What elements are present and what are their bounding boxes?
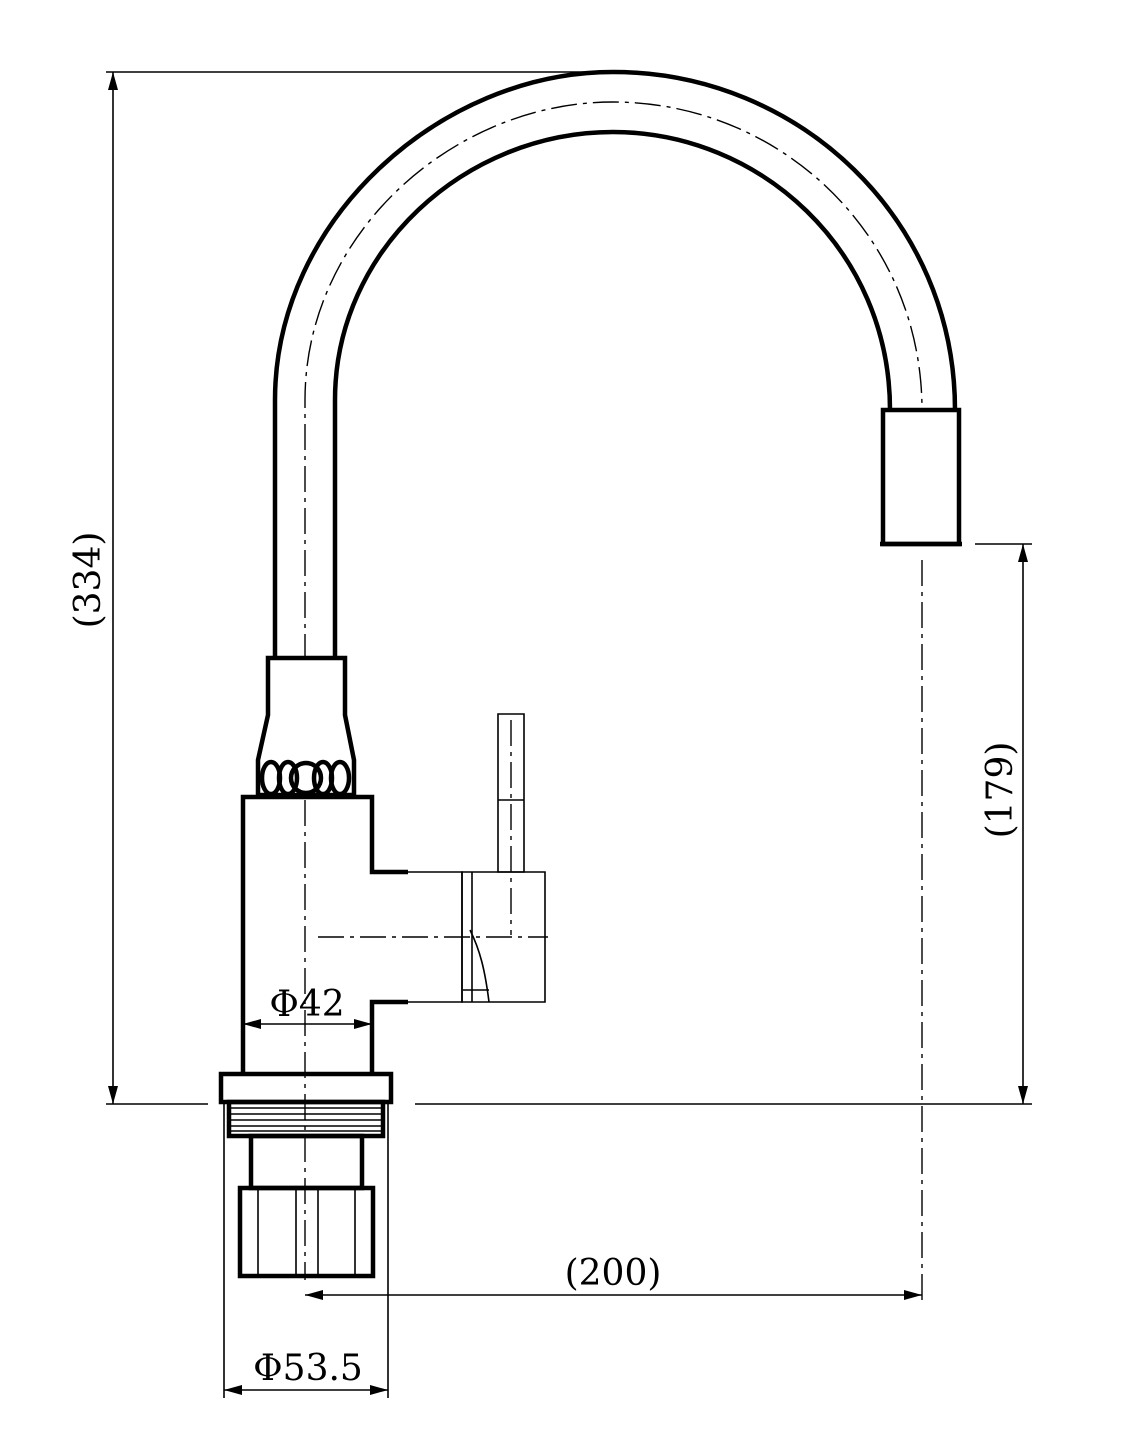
hex-nut [237, 1185, 376, 1279]
overall-height-label: (334) [68, 532, 109, 629]
collar-profile [255, 655, 357, 798]
spout-height-label: (179) [980, 742, 1021, 839]
arrow-down [108, 1086, 118, 1104]
gooseneck-spout [272, 69, 958, 660]
dimension-base-diameter: Φ53.5 [223, 1104, 389, 1398]
dimension-body-diameter: Φ42 [243, 984, 372, 1029]
handle-hub-cut [463, 929, 490, 1003]
swivel-collar [255, 655, 357, 798]
body-diameter-label: Φ42 [269, 984, 344, 1025]
spout-inner-contour [332, 129, 893, 660]
arrow-right [354, 1019, 372, 1029]
handle-assembly [372, 713, 546, 1003]
knurl-bead-4 [328, 759, 352, 797]
arrow-right [904, 1290, 922, 1300]
arrow-up [1018, 544, 1028, 562]
arrow-left [224, 1385, 242, 1395]
spout-centerline [304, 101, 923, 660]
spout-outer-contour [272, 69, 958, 660]
dimension-spout-reach: (200) [305, 560, 923, 1302]
arrow-left [243, 1019, 261, 1029]
arrow-right [370, 1385, 388, 1395]
base-diameter-label: Φ53.5 [253, 1348, 363, 1389]
handle-lever [497, 713, 525, 873]
dimension-spout-height: (179) [975, 543, 1032, 1104]
dimension-overall-height: (334) [68, 71, 613, 1104]
knurl-bead-2 [276, 759, 300, 797]
spout-reach-label: (200) [565, 1253, 662, 1294]
faucet-body [240, 794, 548, 1280]
arrow-down [1018, 1086, 1028, 1104]
mounting-base [218, 1071, 394, 1279]
shank [248, 1133, 365, 1191]
swivel-joint-circle [288, 760, 324, 796]
aerator [880, 407, 962, 547]
arrow-up [108, 72, 118, 90]
body-contour [240, 794, 408, 1072]
aerator-body [880, 407, 962, 547]
base-flange [218, 1071, 394, 1105]
arrow-left [305, 1290, 323, 1300]
